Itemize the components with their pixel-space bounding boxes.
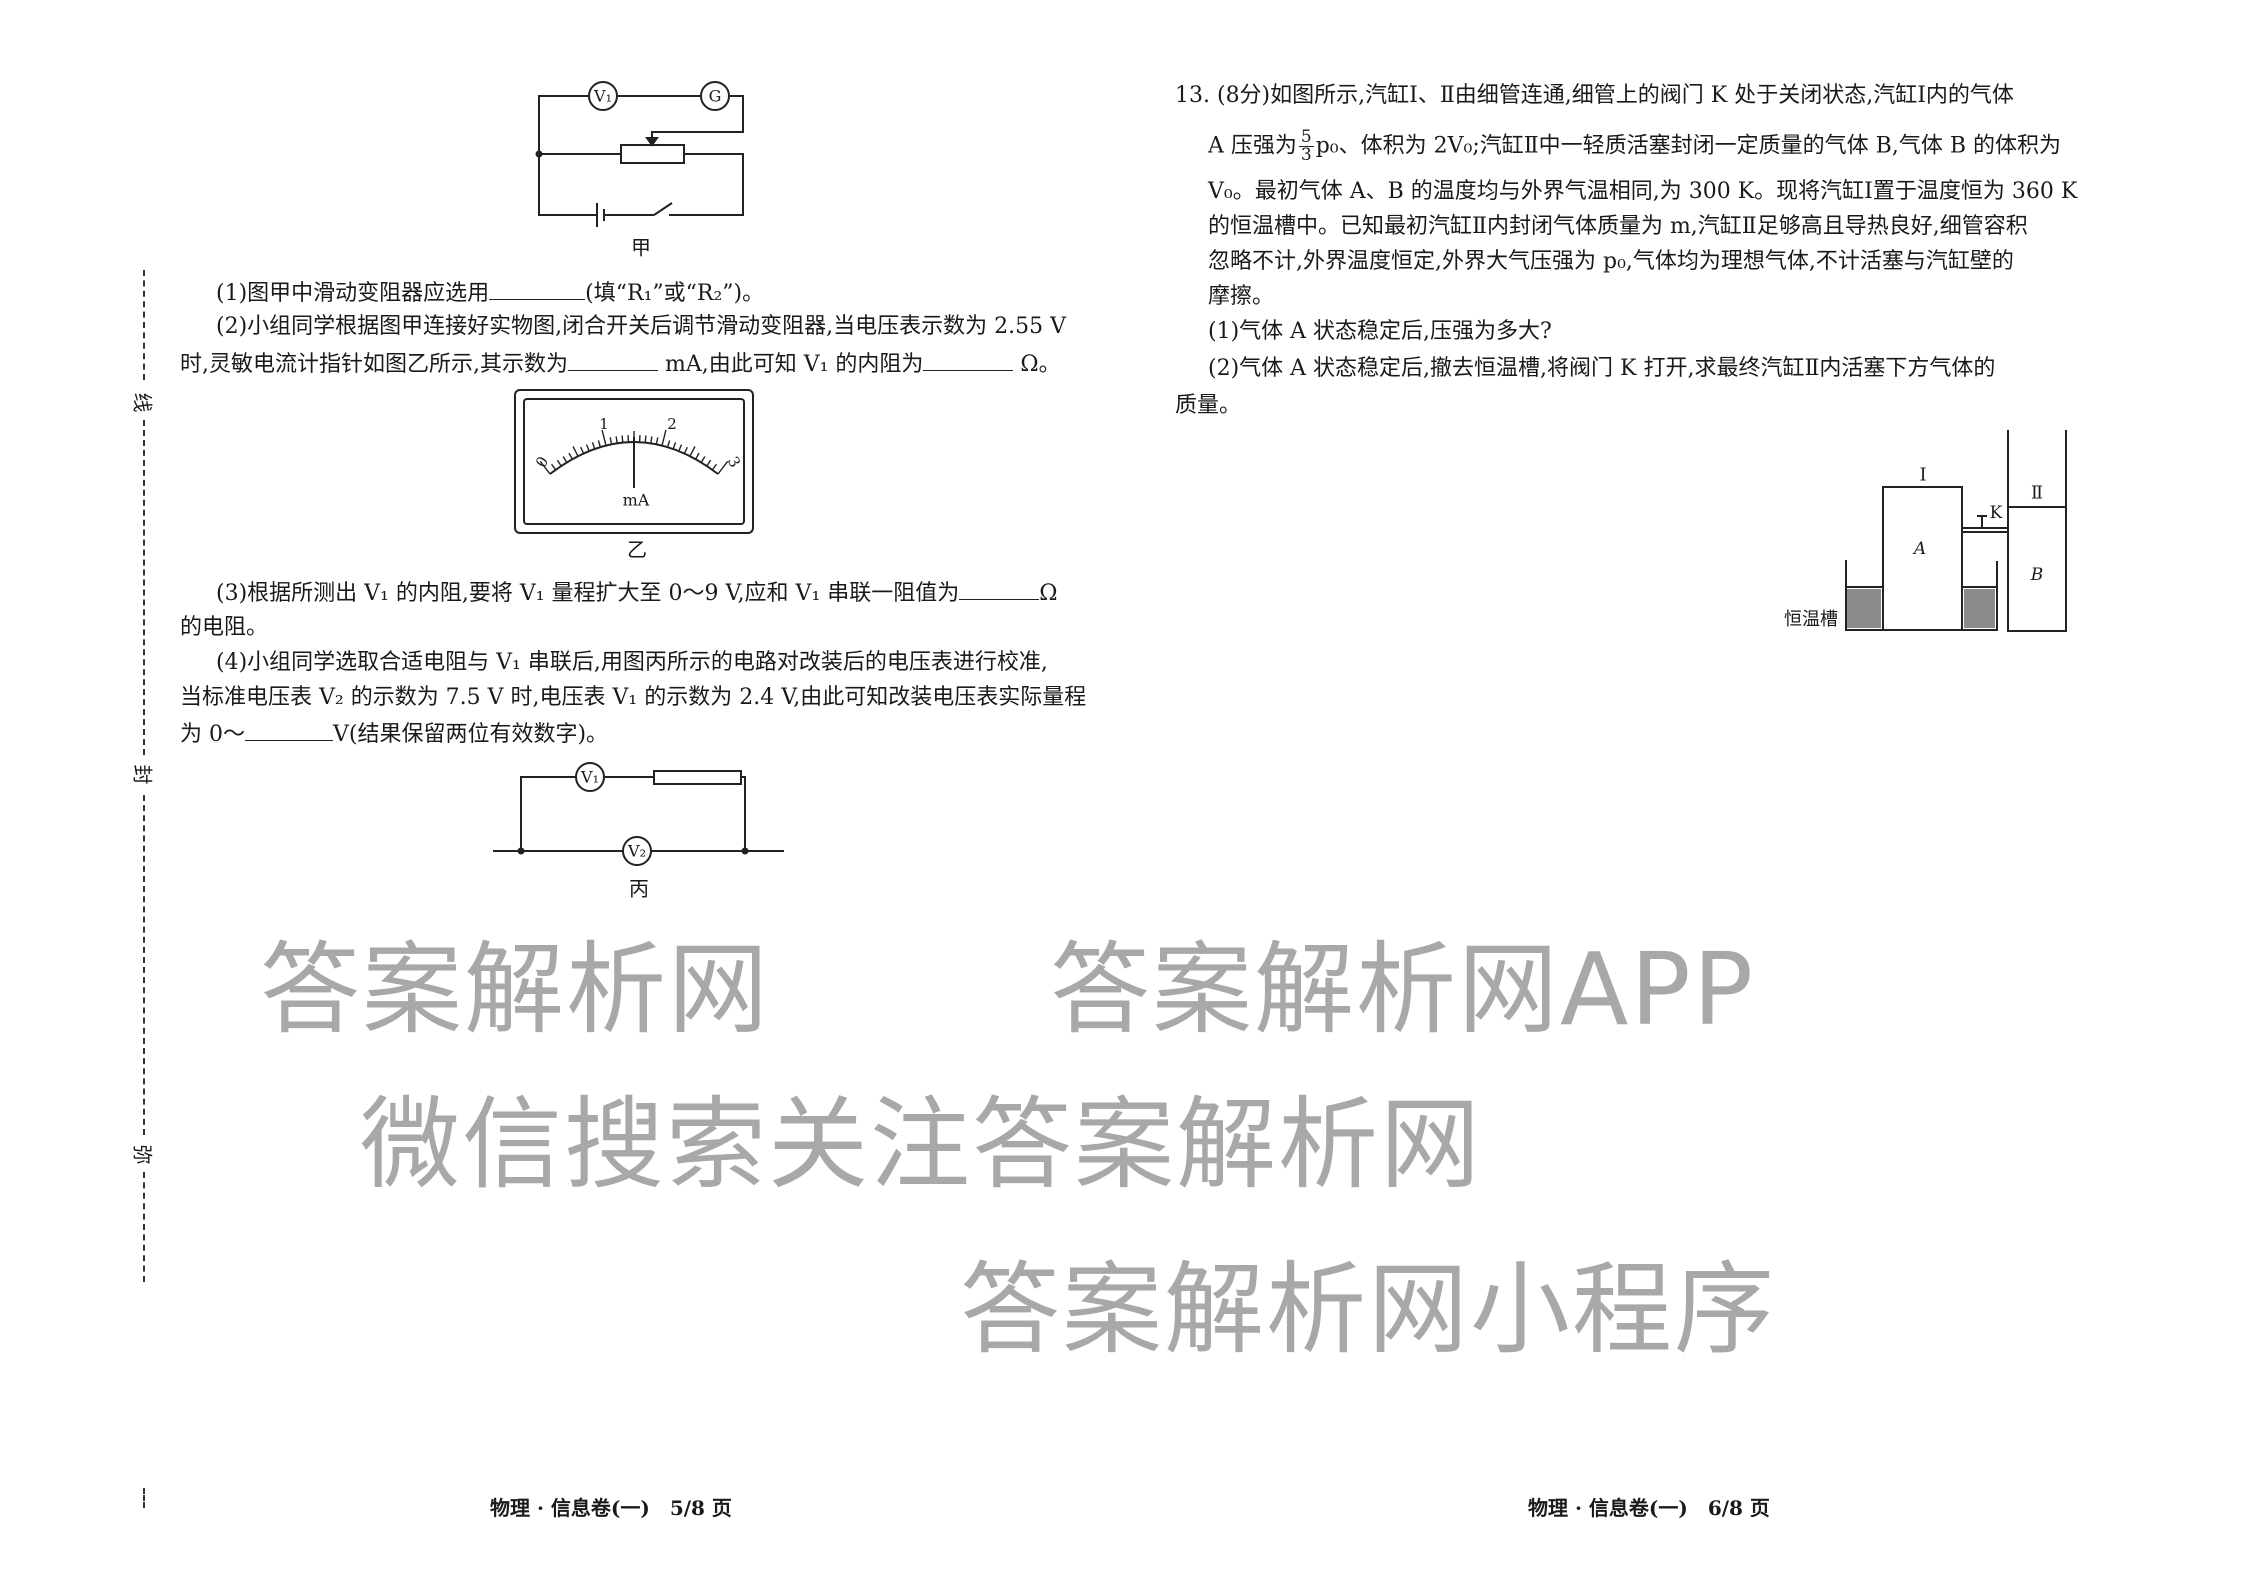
bath-water-right [1964,589,1995,628]
meter-tick-mark [597,440,602,448]
meter-tick-mark [661,429,667,446]
binding-line [143,795,145,1135]
question-1: (1)图甲中滑动变阻器应选用 (填“R₁”或“R₂”)。 [216,277,764,309]
meter-tick-mark [717,460,729,475]
meter-tick-mark [689,446,696,457]
circuit-bing [493,762,784,866]
question-13-sub-1: (1)气体 A 状态稳定后,压强为多大? [1208,319,1552,344]
answer-blank[interactable] [489,277,586,300]
meter-tick-mark [666,440,671,448]
question-text: (1)图甲中滑动变阻器应选用 [216,281,490,306]
page-footer-right: 物理 · 信息卷(一) 6/8 页 [1528,1496,1770,1520]
meter-tick-mark [615,436,618,444]
question-4-line-3: 为 0～ V(结果保留两位有效数字)。 [180,718,608,750]
gas-a-label: A [1913,539,1927,559]
meter-tick-mark [655,437,659,445]
meter-tick-mark [585,444,590,452]
question-text: mA,由此可知 V₁ 的内阻为 [658,352,924,377]
meter-v2-label: V₂ [628,841,646,861]
figure-yi-caption: 乙 [627,537,647,562]
cylinder-2-label: Ⅱ [2030,482,2044,504]
question-text: p₀、体积为 2V₀;汽缸Ⅱ中一轻质活塞封闭一定质量的气体 B,气体 B 的体积… [1315,133,2061,159]
meter-tick-mark [609,437,613,445]
meter-tick-mark [539,460,551,475]
question-text: (3)根据所测出 V₁ 的内阻,要将 V₁ 量程扩大至 0～9 V,应和 V₁ … [216,581,960,606]
question-13-line-5: 忽略不计,外界温度恒定,外界大气压强为 p₀,气体均为理想气体,不计活塞与汽缸壁… [1208,249,2014,274]
question-13-sub-2-line-1: (2)气体 A 状态稳定后,撤去恒温槽,将阀门 K 打开,求最终汽缸Ⅱ内活塞下方… [1208,356,1996,381]
question-text: (填“R₁”或“R₂”)。 [585,281,765,306]
meter-tick-mark [694,452,700,460]
meter-tick-mark [572,446,579,457]
gas-b-label: B [2030,565,2044,585]
question-3-line-1: (3)根据所测出 V₁ 的内阻,要将 V₁ 量程扩大至 0～9 V,应和 V₁ … [216,577,1058,609]
binding-line [143,1488,145,1508]
fraction-numerator: 5 [1298,127,1314,147]
meter-tick-mark [601,429,607,446]
meter-tick-mark [621,435,624,443]
cylinder-diagram [1845,430,2067,632]
valve-k-label: K [1989,503,2003,523]
question-13-sub-2-line-2: 质量。 [1175,393,1242,418]
answer-blank[interactable] [923,348,1014,371]
meter-tick-mark [580,446,585,454]
watermark: 微信搜索关注答案解析网 [360,1086,1482,1203]
watermark: 答案解析网APP [1050,931,1756,1048]
answer-blank[interactable] [568,348,658,371]
bath-water-left [1847,589,1881,628]
watermark: 答案解析网 [260,931,770,1048]
question-text: 时,灵敏电流计指针如图乙所示,其示数为 [180,352,568,377]
question-text: V(结果保留两位有效数字)。 [333,722,609,747]
fraction-denominator: 3 [1300,145,1312,165]
question-3-line-2: 的电阻。 [180,615,269,640]
meter-tick-mark [672,442,677,450]
answer-blank[interactable] [245,718,333,741]
cylinder-1-label: Ⅰ [1919,464,1927,486]
meter-tick-mark [556,459,562,467]
circuit-jia [535,81,744,227]
meter-tick-mark [650,436,653,444]
meter-tick-mark [644,435,647,443]
meter-tick-mark [591,442,596,450]
binding-line [143,270,145,380]
question-13-line-4: 的恒温槽中。已知最初汽缸Ⅱ内封闭气体质量为 m,汽缸Ⅱ足够高且导热良好,细管容积 [1208,214,2028,239]
meter-tick-mark [568,452,574,460]
meter-tick-mark [706,459,712,467]
meter-g-label: G [708,86,722,106]
page-footer-left: 物理 · 信息卷(一) 5/8 页 [490,1496,732,1520]
meter-tick-mark [550,463,557,471]
binding-line [143,1172,145,1282]
meter-tick-mark [678,444,683,452]
question-4-line-1: (4)小组同学选取合适电阻与 V₁ 串联后,用图丙所示的电路对改装后的电压表进行… [216,650,1048,675]
question-text: 为 0～ [180,722,245,747]
binding-line [143,420,145,755]
meter-tick-mark [700,456,706,463]
meter-tick-1: 1 [599,415,609,433]
meter-tick-2: 2 [667,415,677,433]
meter-yi [514,389,754,534]
meter-unit: mA [622,490,650,510]
bath-label: 恒温槽 [1784,609,1838,630]
watermark: 答案解析网小程序 [960,1251,1776,1368]
question-4-line-2: 当标准电压表 V₂ 的示数为 7.5 V 时,电压表 V₁ 的示数为 2.4 V… [180,685,1087,710]
meter-v1-label: V₁ [594,86,612,106]
question-text: A 压强为 [1208,133,1297,159]
question-text: Ω。 [1013,352,1061,377]
question-text: Ω [1039,581,1058,606]
figure-jia-caption: 甲 [631,235,651,260]
question-13-line-6: 摩擦。 [1208,284,1275,309]
question-2-line-2: 时,灵敏电流计指针如图乙所示,其示数为 mA,由此可知 V₁ 的内阻为 Ω。 [180,348,1061,380]
meter-v1-label: V₁ [581,767,599,787]
question-2-line-1: (2)小组同学根据图甲连接好实物图,闭合开关后调节滑动变阻器,当电压表示数为 2… [216,314,1067,339]
meter-tick-mark [683,446,688,454]
meter-tick-mark [562,456,568,463]
question-13-line-1: 13. (8分)如图所示,汽缸Ⅰ、Ⅱ由细管连通,细管上的阀门 K 处于关闭状态,… [1175,83,2014,108]
answer-blank[interactable] [959,577,1040,600]
figure-bing-caption: 丙 [629,876,649,901]
question-13-line-3: V₀。最初气体 A、B 的温度均与外界气温相同,为 300 K。现将汽缸Ⅰ置于温… [1208,179,2078,204]
meter-tick-mark [711,463,718,471]
